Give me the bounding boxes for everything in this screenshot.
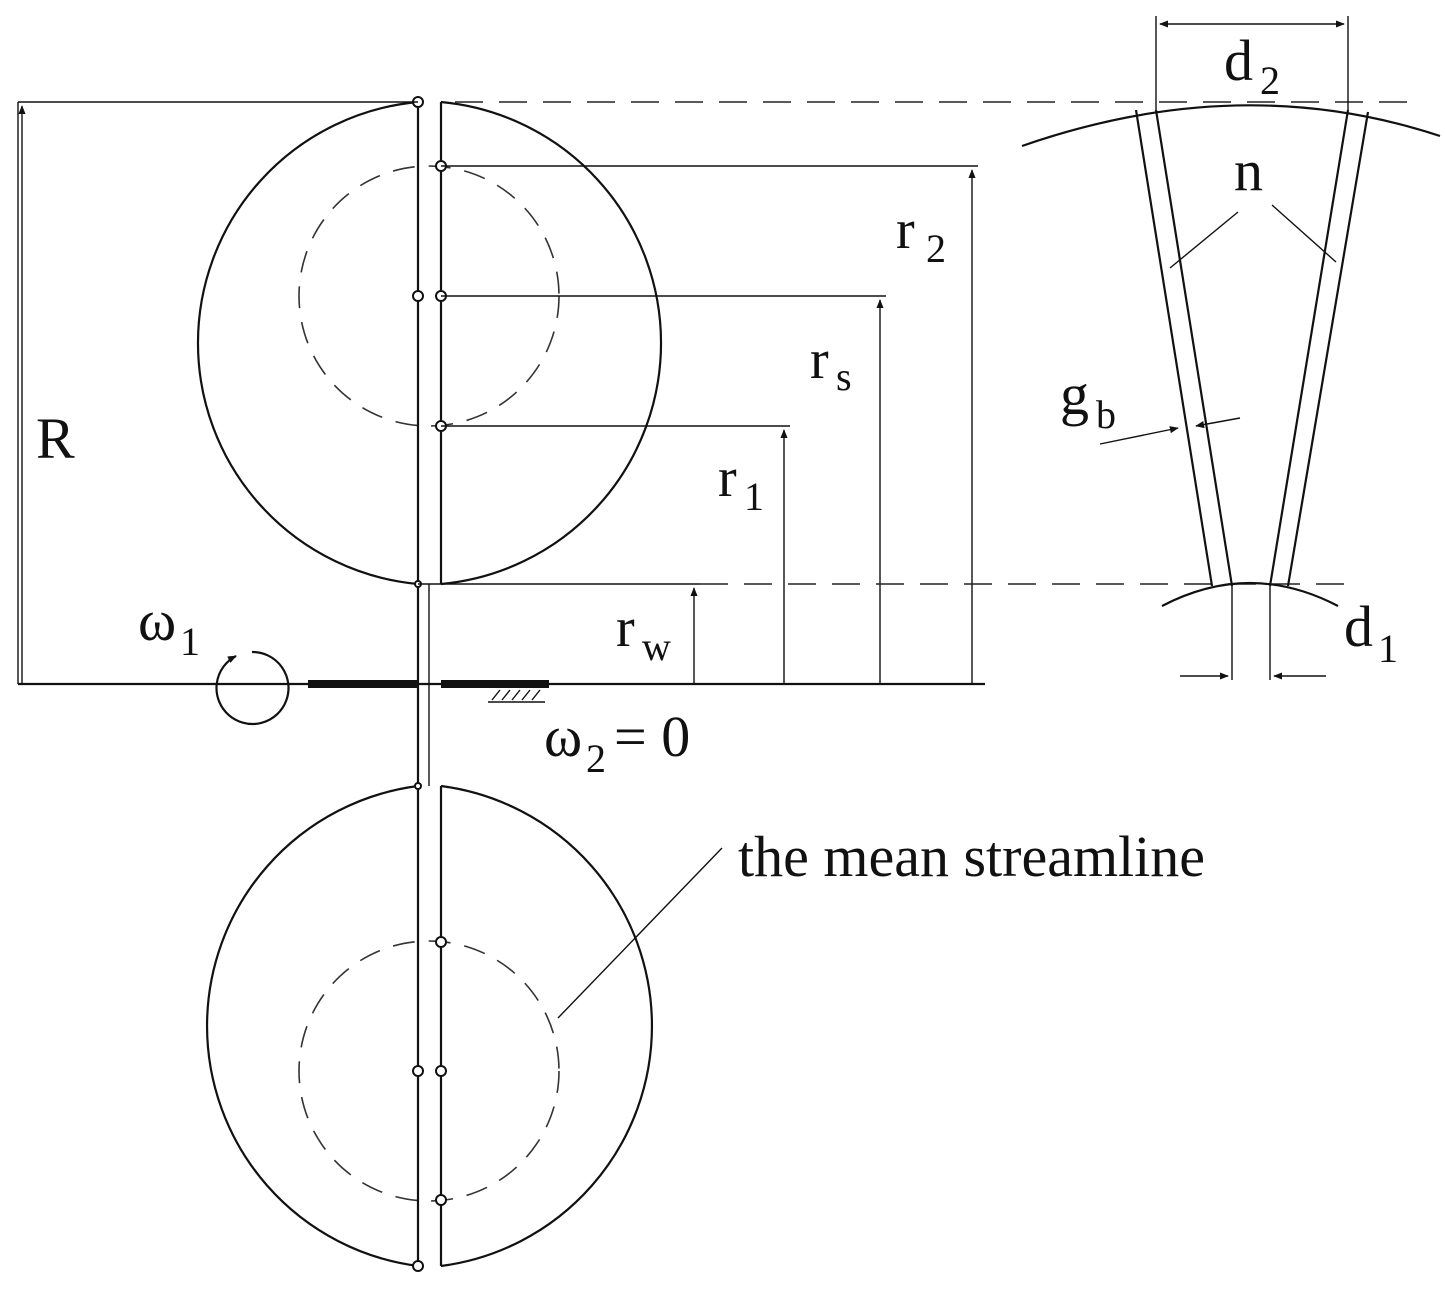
lower-outer-right-arc bbox=[440, 784, 654, 1268]
left-blade-outer bbox=[1134, 109, 1214, 587]
label-d1-sub: 1 bbox=[1378, 626, 1398, 671]
lower-torus bbox=[205, 784, 654, 1268]
shaft bbox=[18, 650, 985, 726]
label-d1: d bbox=[1344, 594, 1373, 659]
right-blade-inner bbox=[1268, 109, 1350, 587]
n-leader-left bbox=[1169, 211, 1239, 269]
n-leader-right bbox=[1271, 204, 1337, 263]
dim-gb bbox=[1099, 426, 1179, 445]
upper-outer-left-arc bbox=[196, 100, 419, 586]
left-blade-inner bbox=[1154, 109, 1234, 587]
label-omega2-eq: = 0 bbox=[614, 704, 690, 769]
label-omega1: ω bbox=[138, 588, 176, 653]
lower-outer-left-arc bbox=[205, 784, 419, 1268]
upper-outer-right-arc bbox=[440, 100, 663, 586]
label-rw: r bbox=[616, 597, 635, 659]
outer-shroud-arc bbox=[1021, 104, 1441, 148]
input-shaft-bar bbox=[308, 680, 418, 688]
label-streamline: the mean streamline bbox=[738, 824, 1205, 889]
lower-mean-streamline bbox=[298, 940, 560, 1202]
hinge-points bbox=[412, 96, 447, 1272]
label-gb: g bbox=[1060, 362, 1089, 427]
label-omega2-sub: 2 bbox=[586, 736, 606, 781]
label-r1: r bbox=[718, 447, 737, 509]
rotation-arrow bbox=[215, 650, 290, 726]
label-d2-sub: 2 bbox=[1260, 58, 1280, 103]
upper-torus bbox=[196, 100, 663, 586]
label-r1-sub: 1 bbox=[744, 474, 764, 519]
label-rs-sub: s bbox=[836, 354, 852, 399]
label-omega2: ω bbox=[544, 704, 582, 769]
streamline-leader bbox=[557, 847, 723, 1019]
output-shaft-bar bbox=[441, 680, 549, 688]
label-n: n bbox=[1234, 138, 1263, 203]
label-r2: r bbox=[896, 199, 915, 261]
ground-hatch bbox=[488, 689, 545, 703]
label-gb-sub: b bbox=[1096, 392, 1116, 437]
label-omega1-sub: 1 bbox=[180, 619, 200, 664]
label-R: R bbox=[36, 406, 75, 471]
blade-detail bbox=[1021, 16, 1441, 680]
label-rs: r bbox=[810, 329, 829, 391]
label-d2: d bbox=[1224, 28, 1253, 93]
right-blade-outer bbox=[1286, 111, 1370, 587]
label-rw-sub: w bbox=[642, 624, 671, 669]
inner-core-arc bbox=[1161, 581, 1339, 607]
dimensions bbox=[17, 101, 1410, 684]
label-r2-sub: 2 bbox=[926, 226, 946, 271]
